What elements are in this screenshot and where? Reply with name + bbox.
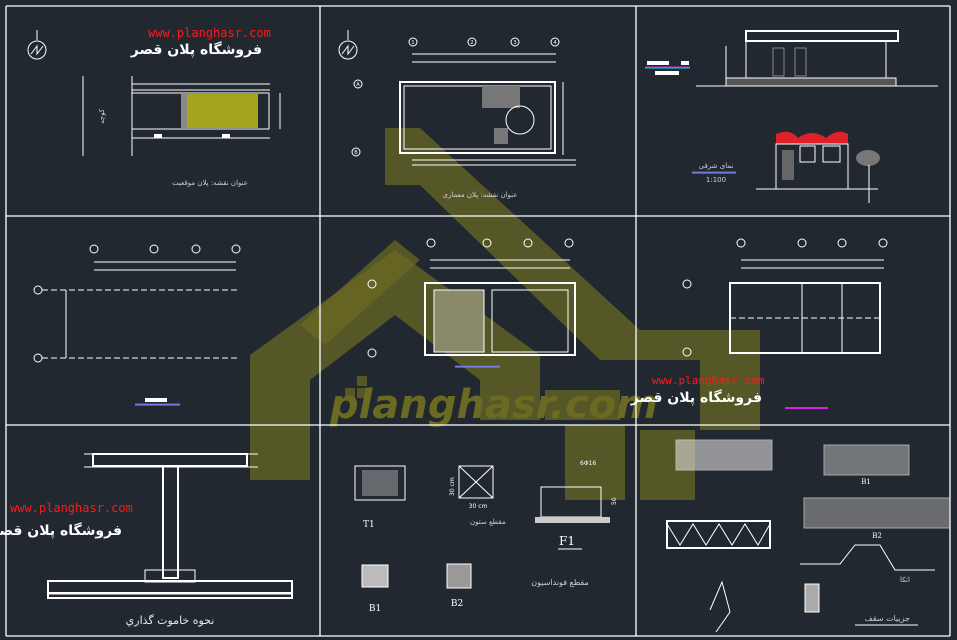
north-arrow-icon [27,30,47,60]
sheet-frames [5,5,951,637]
axis-label: 4 [553,40,556,46]
foundation-section-caption: مقطع فونداسیون [531,578,588,587]
store-name: فروشگاه پلان قصر [130,41,262,58]
watermark-text: planghasr.com [329,382,658,428]
stirrup-detail-panel[interactable]: www.planghasr.com فروشگاه پلان قصر نحوه … [0,453,293,627]
section-label: F1 [559,534,575,548]
elevation-scale: 1:100 [706,176,726,184]
section-label: B1 [369,604,381,614]
support-label: اتکا [900,576,910,584]
roof-details-panel[interactable]: B1 B2 اتکا جزییات سقف [666,439,951,633]
column-section-caption: مقطع ستون [470,518,506,526]
section-label: B2 [451,599,463,609]
north-arrow-icon [338,30,358,60]
axis-bubbles: 1 2 3 4 A B [351,37,560,157]
elevation-caption: نمای شرقی [699,162,734,170]
axis-label: A [356,82,360,88]
axis-label: B [354,150,358,156]
roof-plan-panel[interactable]: www.planghasr.com فروشگاه پلان قصر [630,238,888,409]
foundation-section-panel[interactable]: T1 30 cm 30 cm مقطع ستون 6Φ16 50 F1 B1 B… [354,460,618,614]
store-name: فروشگاه پلان قصر [630,389,762,406]
site-plan-panel[interactable]: www.planghasr.com فروشگاه پلان قصر کوچه … [27,26,281,187]
roof-details-caption: جزییات سقف [864,614,910,623]
footing-height-dim: 50 [611,497,618,505]
architectural-plan-caption: عنوان نقشه: پلان معماری [443,191,518,199]
rebar-label: 6Φ16 [580,460,596,467]
site-url: www.planghasr.com [10,501,133,515]
axis-label: 3 [513,40,516,46]
column-plan-panel[interactable] [33,244,241,406]
elevations-panel[interactable]: نمای شرقی 1:100 [645,30,938,203]
side-elevation [756,131,880,203]
site-plan-caption: عنوان نقشه: پلان موقعیت [172,179,248,187]
building-footprint-hatch [187,94,258,128]
section-label: T1 [363,520,375,530]
axis-label: 1 [411,40,414,46]
column-height-dim: 30 cm [449,477,456,496]
foundation-plan-panel[interactable] [367,238,576,368]
axis-label: 2 [470,40,473,46]
beam-label: B1 [861,478,871,486]
store-name: فروشگاه پلان قصر [0,522,122,539]
stirrup-detail-caption: نحوه خاموت گذاري [126,614,215,627]
street-label: کوچه [98,108,106,124]
watermark-logo: planghasr.com [250,128,760,500]
column-width-dim: 30 cm [469,503,488,510]
front-elevation [696,30,938,87]
beam-label: B2 [872,532,882,540]
architectural-plan-panel[interactable]: 1 2 3 4 A B عنوان نقشه: پلان معماری [338,30,576,199]
site-url: www.planghasr.com [148,26,271,40]
site-url: www.planghasr.com [652,374,765,387]
